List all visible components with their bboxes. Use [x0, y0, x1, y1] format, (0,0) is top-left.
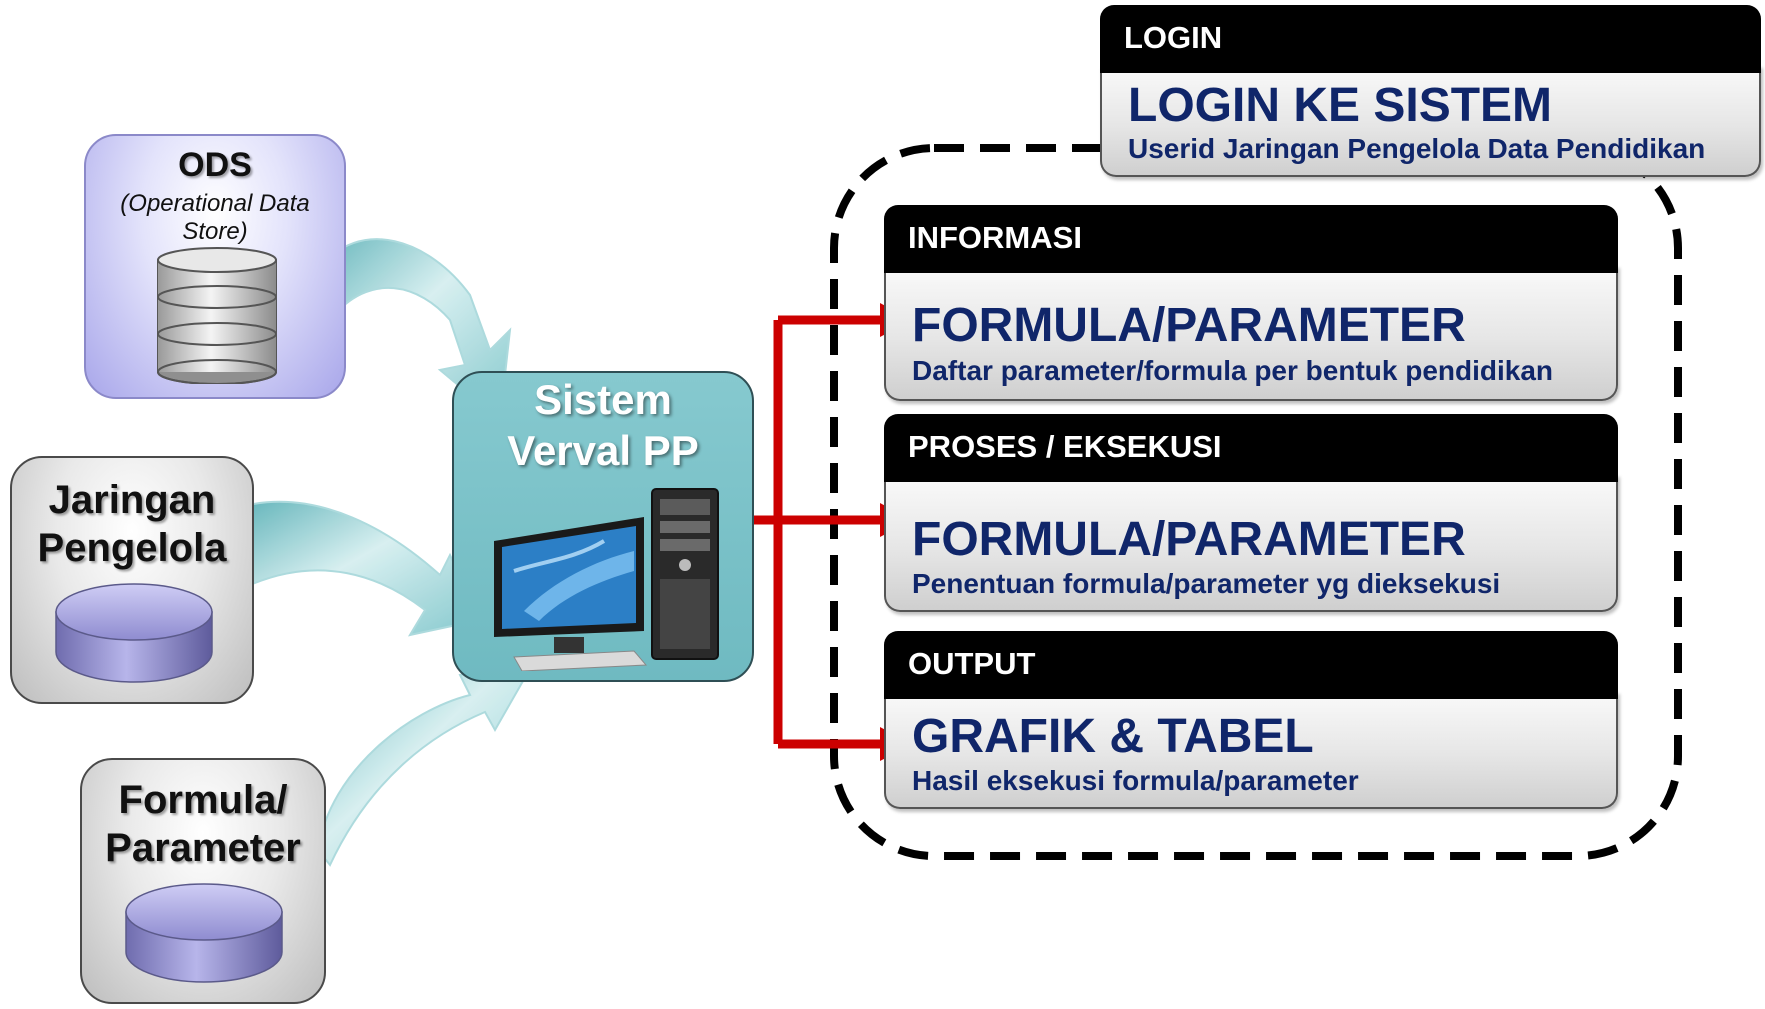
login-panel-header: LOGIN: [1100, 5, 1761, 73]
ods-subtitle: (Operational Data Store): [120, 190, 310, 245]
system-title-line1: Sistem: [534, 376, 672, 423]
arrow-jaringan-to-system: [246, 500, 482, 637]
disk-icon: [125, 883, 283, 983]
output-panel-title: GRAFIK & TABEL: [912, 710, 1314, 763]
disk-icon: [55, 583, 213, 683]
ods-box: ODS (Operational Data Store): [84, 134, 346, 399]
output-panel: OUTPUT GRAFIK & TABEL Hasil eksekusi for…: [884, 631, 1618, 809]
informasi-panel-title: FORMULA/PARAMETER: [912, 299, 1466, 352]
jaringan-pengelola-box: Jaringan Pengelola: [10, 456, 254, 704]
proses-panel-header: PROSES / EKSEKUSI: [884, 414, 1618, 482]
output-panel-description: Hasil eksekusi formula/parameter: [912, 765, 1359, 796]
proses-panel-title: FORMULA/PARAMETER: [912, 513, 1466, 566]
proses-panel: PROSES / EKSEKUSI FORMULA/PARAMETER Pene…: [884, 414, 1618, 612]
informasi-panel: INFORMASI FORMULA/PARAMETER Daftar param…: [884, 205, 1618, 401]
formula-title-line1: Formula/: [118, 778, 288, 822]
jaringan-title-line1: Jaringan: [48, 478, 216, 522]
output-panel-header: OUTPUT: [884, 631, 1618, 699]
formula-title-line2: Parameter: [105, 826, 301, 870]
informasi-panel-description: Daftar parameter/formula per bentuk pend…: [912, 355, 1554, 386]
login-panel-title: LOGIN KE SISTEM: [1128, 79, 1553, 132]
ods-title: ODS: [178, 146, 252, 184]
database-icon: [157, 247, 277, 384]
informasi-panel-header: INFORMASI: [884, 205, 1618, 273]
system-box: Sistem Verval PP: [452, 371, 754, 682]
system-title-line2: Verval PP: [507, 427, 699, 474]
arrow-formula-to-system: [316, 658, 537, 867]
login-panel-description: Userid Jaringan Pengelola Data Pendidika…: [1128, 133, 1706, 164]
computer-icon: [494, 488, 719, 671]
formula-parameter-box: Formula/ Parameter: [80, 758, 326, 1004]
login-panel: LOGIN LOGIN KE SISTEM Userid Jaringan Pe…: [1100, 5, 1761, 177]
jaringan-title-line2: Pengelola: [37, 526, 227, 570]
proses-panel-description: Penentuan formula/parameter yg dieksekus…: [912, 568, 1501, 599]
